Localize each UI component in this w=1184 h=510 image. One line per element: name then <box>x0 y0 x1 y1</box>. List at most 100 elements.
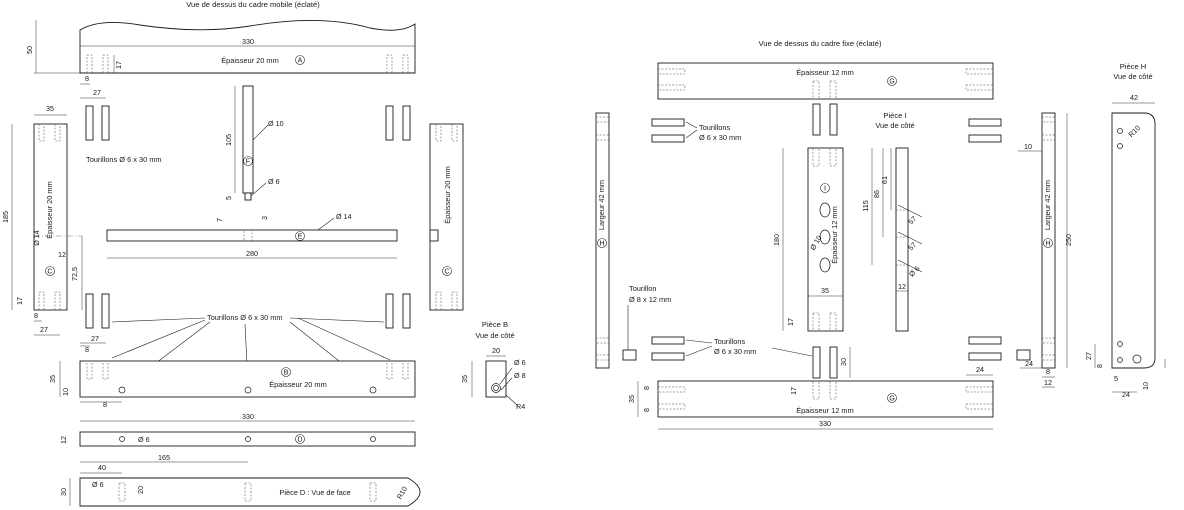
dim-i-17: 17 <box>786 318 795 326</box>
leader <box>250 182 267 197</box>
bubble-i <box>820 183 830 193</box>
bubble-e <box>295 231 305 241</box>
dowel <box>829 103 838 136</box>
hole <box>119 436 125 442</box>
dowel <box>829 346 838 379</box>
hole <box>819 202 831 218</box>
dim-bs-phi6: Ø 6 <box>514 358 526 367</box>
dim-h-12: 12 <box>1044 378 1052 387</box>
hole <box>1117 128 1123 134</box>
dim-g-24: 24 <box>976 365 984 374</box>
dowel-hole <box>965 68 994 75</box>
dim-f-105: 105 <box>224 134 233 146</box>
dim-a-50: 50 <box>25 46 34 54</box>
dim-a-27: 27 <box>93 88 101 97</box>
dowel-hole <box>829 80 837 100</box>
dowels-right-bottom: Tourillons Ø 6 x 30 mm 30 <box>651 336 1031 379</box>
bubble-a-label: A <box>298 56 303 65</box>
piece-g-top: Épaisseur 12 mm G <box>657 62 994 100</box>
mortise <box>243 229 253 242</box>
piece-d: 330 D Ø 6 12 <box>59 412 416 447</box>
title-piece-h: Pièce H <box>1120 62 1147 71</box>
leader <box>111 317 206 323</box>
angle-line <box>897 231 923 245</box>
dim-i-35: 35 <box>821 286 829 295</box>
piece-f-tenon <box>244 192 252 201</box>
dowel-hole <box>1041 134 1056 141</box>
dim-h-8: 8 <box>1046 367 1050 376</box>
hole <box>245 436 251 442</box>
dim-b-35: 35 <box>48 375 57 383</box>
dim-h-24: 24 <box>1025 359 1033 368</box>
dim-dowel-30: 30 <box>839 358 848 366</box>
piece-c-thickness: Épaisseur 20 mm <box>443 166 452 224</box>
dowel <box>968 118 1002 127</box>
dowel-hole <box>1041 116 1056 123</box>
bubble-h-label: H <box>1045 239 1050 248</box>
dowel-hole <box>965 84 994 91</box>
dim-h-250: 250 <box>1064 234 1073 246</box>
bubble-i-label: I <box>824 184 826 193</box>
dowel-hole <box>435 291 442 311</box>
dim-h-10: 10 <box>1024 142 1032 151</box>
label-tourillons-r2: Ø 6 x 30 mm <box>699 133 741 142</box>
dim-e-280: 280 <box>246 249 258 258</box>
bubble-g <box>887 76 897 86</box>
piece-d-front-label: Pièce D : Vue de face <box>279 488 350 497</box>
dowel-hole <box>102 54 109 74</box>
piece-f-outline <box>242 85 254 194</box>
dim-f-phi6: Ø 6 <box>268 177 280 186</box>
dowel-hole <box>965 403 994 410</box>
dim-g-8b: 8 <box>642 408 651 412</box>
dowel-hole <box>829 147 837 167</box>
piece-b-side-outline <box>485 360 507 398</box>
angle-line <box>897 259 923 273</box>
dowel-hole <box>595 116 610 123</box>
dowel-hole <box>386 54 393 74</box>
dim-df-phi6: Ø 6 <box>92 480 104 489</box>
bubble-g-label: G <box>889 394 895 403</box>
dowel <box>968 336 1002 345</box>
dowel-hole <box>595 134 610 141</box>
dim-f-5: 5 <box>224 196 233 200</box>
dim-f-phi10: Ø 10 <box>268 119 284 128</box>
piece-h-side: Pièce H Vue de côté 42 R10 27 8 5 24 10 <box>1084 62 1166 399</box>
bubble-c-label: C <box>47 267 52 276</box>
dim-b-27: 27 <box>91 334 99 343</box>
leader <box>505 394 519 407</box>
dowel-hole <box>451 123 458 142</box>
dowel-hole <box>402 54 409 74</box>
title-right: Vue de dessus du cadre fixe (éclaté) <box>759 39 882 48</box>
dim-c-72-5: 72,5 <box>70 267 79 281</box>
dim-i-180: 180 <box>772 234 781 246</box>
bubble-e-label: E <box>298 232 303 241</box>
dowel-hole <box>451 291 458 311</box>
dowel <box>1016 349 1031 361</box>
dowel-hole <box>54 291 61 311</box>
dim-e-phi14: Ø 14 <box>336 212 352 221</box>
hole-hidden <box>244 482 252 502</box>
leader <box>499 367 513 385</box>
title-piece-b: Pièce B <box>482 320 508 329</box>
dim-df-30: 30 <box>59 488 68 496</box>
hole <box>819 229 831 245</box>
dowel-hole <box>38 123 45 142</box>
dim-c-17: 17 <box>15 297 24 305</box>
title-piece-i: Pièce I <box>883 111 906 120</box>
label-tourillons-top: Tourillons Ø 6 x 30 mm <box>86 155 162 164</box>
dim-hs-6: 5 <box>1114 374 1118 383</box>
dowel <box>651 118 685 127</box>
piece-g-thickness: Épaisseur 12 mm <box>796 68 854 77</box>
piece-e-outline <box>106 229 398 242</box>
subtitle-piece-h: Vue de côté <box>1113 72 1152 81</box>
dim-bs-phi8: Ø 8 <box>514 371 526 380</box>
dowel-hole <box>829 380 837 400</box>
dowel-hole <box>965 386 994 393</box>
dowel <box>651 134 685 143</box>
piece-d-front-outline <box>79 477 421 507</box>
bubble-b-label: B <box>284 368 289 377</box>
dowel-hole <box>812 380 820 400</box>
dim-a-8: 8 <box>85 74 89 83</box>
dim-bs-20: 20 <box>492 346 500 355</box>
